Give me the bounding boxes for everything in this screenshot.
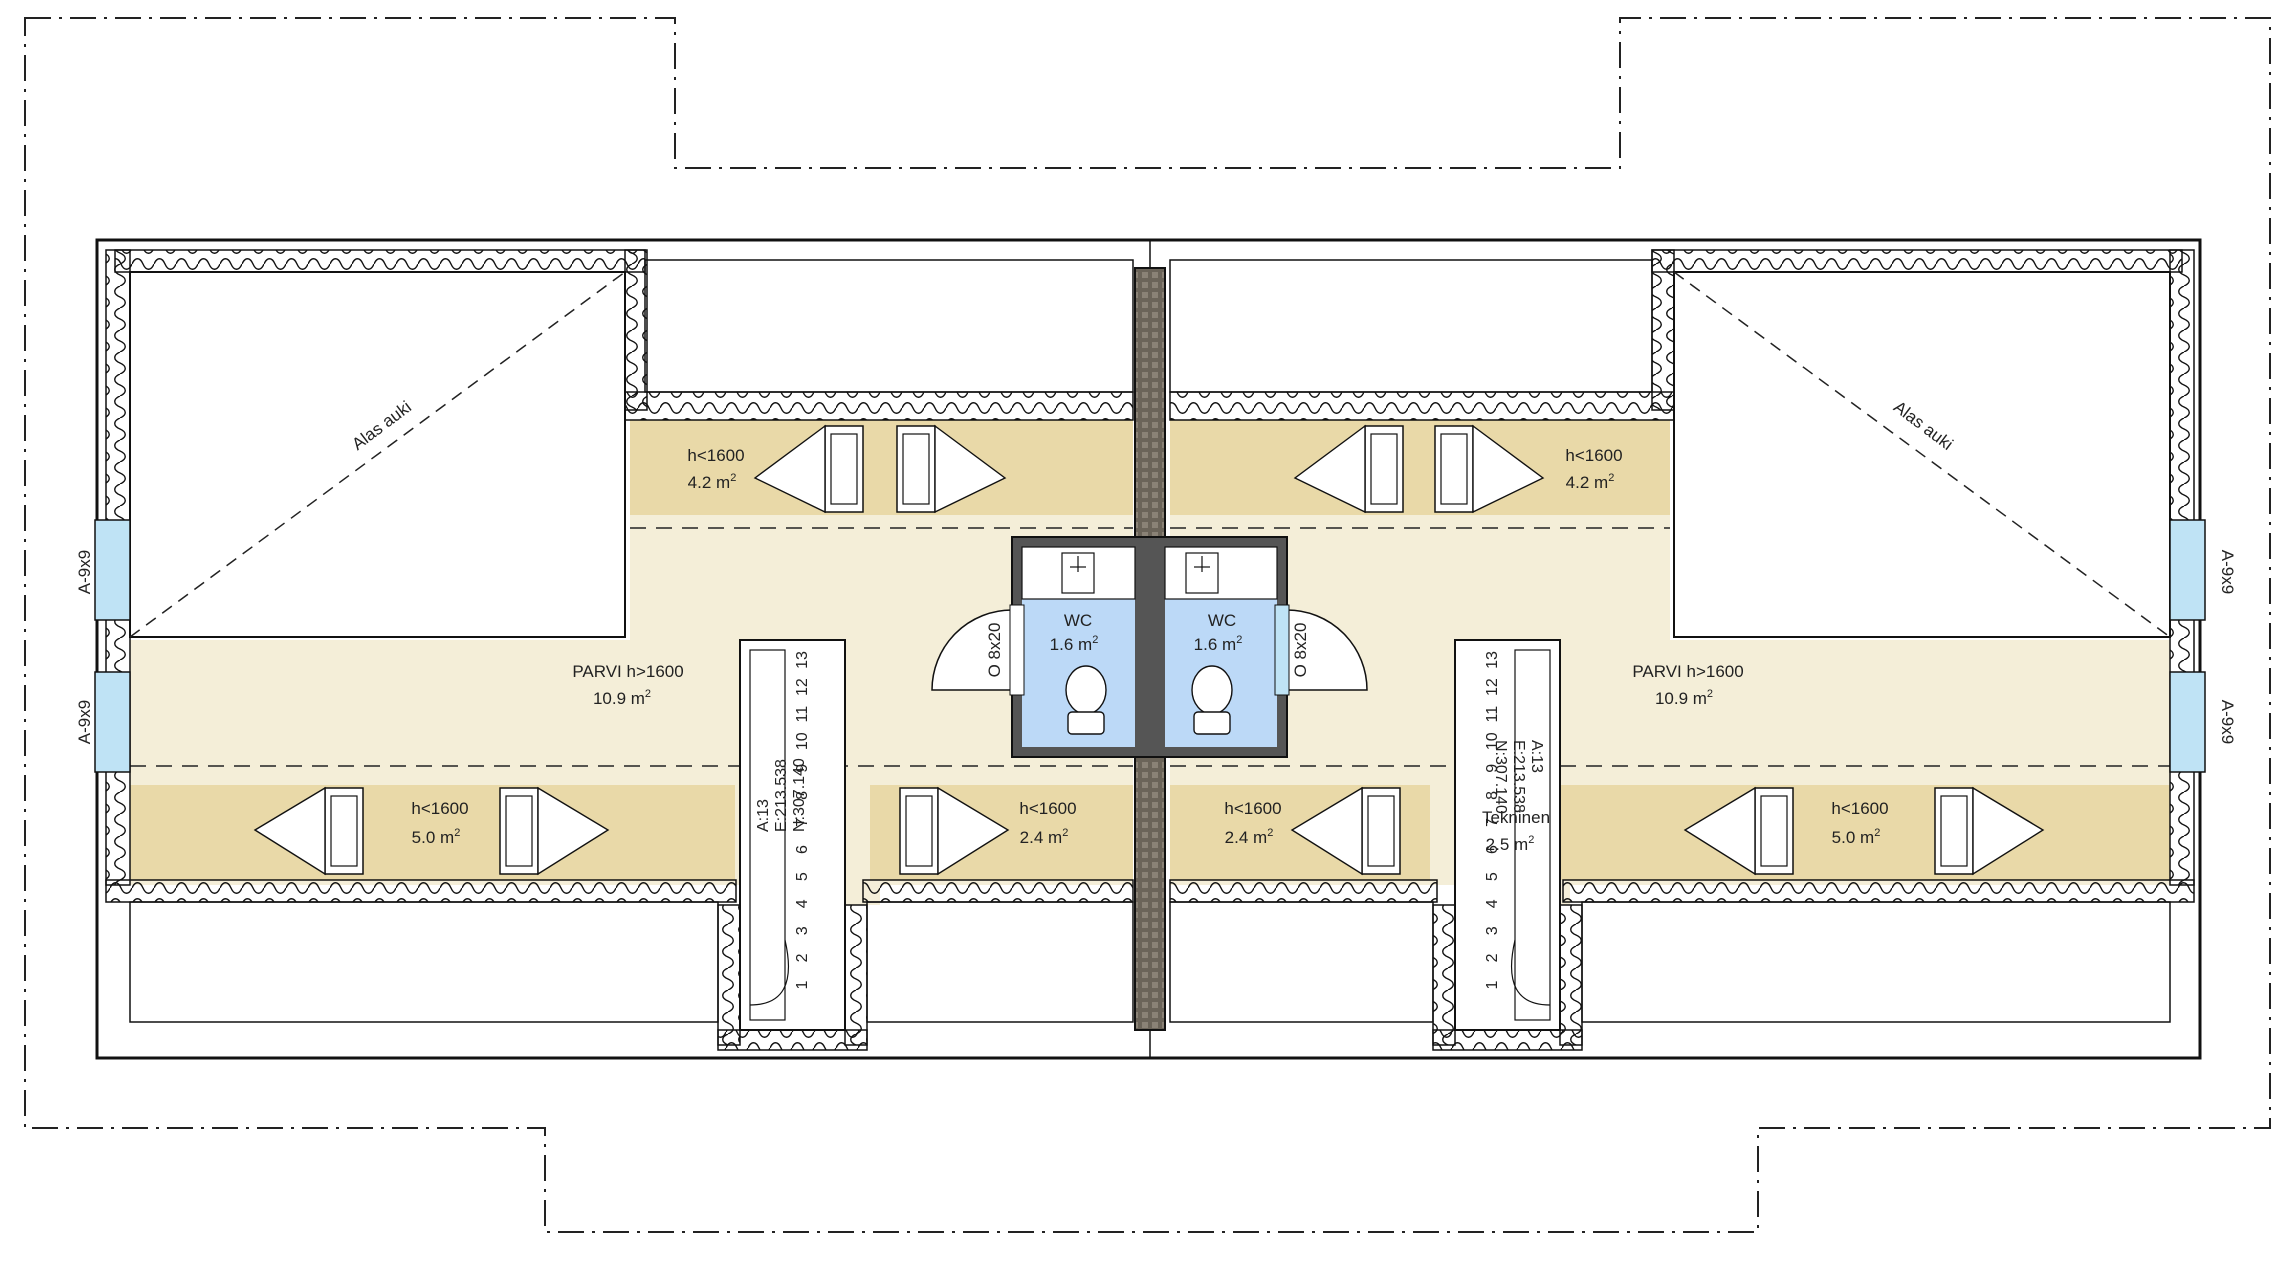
svg-text:N:307.140: N:307.140: [1492, 740, 1509, 814]
window-left-top: [94, 519, 131, 621]
parvi-area-right: 10.9 m2: [1655, 688, 1713, 708]
stair-step-number: 13: [794, 651, 811, 669]
stair-step-number: 11: [794, 706, 811, 723]
window-right-top: [2169, 519, 2206, 621]
skylight-icon: [324, 787, 364, 875]
skylight-icon: [1434, 425, 1474, 513]
parvi-label-left: PARVI h>1600: [572, 662, 683, 681]
stair-step-number: 10: [794, 732, 811, 750]
svg-text:E:213.538: E:213.538: [1510, 740, 1527, 813]
stair-step-number: 4: [1484, 899, 1501, 908]
window-label-right-top: A-9x9: [2218, 550, 2237, 594]
stair-step-number: 13: [1484, 651, 1501, 669]
stair-step-number: 4: [794, 899, 811, 908]
window-right-bottom: [2169, 671, 2206, 773]
staircase-left: [739, 639, 846, 1031]
staircase-right: [1454, 639, 1561, 1031]
skylight-icon: [1364, 425, 1404, 513]
skylight-icon: [499, 787, 539, 875]
stair-step-number: 7: [1484, 818, 1501, 827]
skylight-icon: [1361, 787, 1401, 875]
low-zone-right-top: [1170, 420, 1670, 515]
attic-floor-right: [1170, 420, 2170, 905]
stair-room-label-right: Tekninen: [1482, 808, 1550, 827]
skylight-wedges: [253, 424, 2045, 876]
stair-step-number: 7: [794, 818, 811, 827]
top-low-area-right: 4.2 m2: [1566, 472, 1615, 492]
stair-step-number: 3: [1484, 926, 1501, 935]
low-zone-right-bottom: [1560, 785, 2170, 880]
stair-codes-right: A:13 E:213.538 N:307.140: [1492, 740, 1545, 814]
window-label-left-top: A-9x9: [75, 550, 94, 594]
stair-codes-left: A:13 E:213.538 N:307.140: [755, 758, 808, 832]
stair-step-number: 11: [1484, 706, 1501, 723]
skylight-icon: [1754, 787, 1794, 875]
stair-step-number: 12: [794, 678, 811, 696]
svg-text:A:13: A:13: [755, 799, 772, 832]
door-swing-right: [1286, 609, 1368, 691]
window-label-right-bottom: A-9x9: [2218, 700, 2237, 744]
stair-step-number: 9: [794, 764, 811, 773]
top-low-label-right: h<1600: [1565, 446, 1622, 465]
stair-step-number: 2: [794, 953, 811, 962]
roof-outline: [24, 17, 2271, 1233]
wc-area-right: 1.6 m2: [1194, 634, 1243, 654]
svg-text:E:213.538: E:213.538: [773, 759, 790, 832]
stair-step-number: 8: [1484, 791, 1501, 800]
toilet-icon: [1065, 665, 1107, 735]
parvi-label-right: PARVI h>1600: [1632, 662, 1743, 681]
stair-room-area-right: 2.5 m2: [1486, 834, 1535, 854]
bottom-low-label-right: h<1600: [1831, 799, 1888, 818]
stair-step-number: 1: [794, 980, 811, 989]
skylight-icon: [824, 425, 864, 513]
top-low-area-left: 4.2 m2: [688, 472, 737, 492]
stair-step-number: 6: [1484, 845, 1501, 854]
wc-area-left: 1.6 m2: [1050, 634, 1099, 654]
top-low-label-left: h<1600: [687, 446, 744, 465]
skylight-icon: [1934, 787, 1974, 875]
mid-low-area-left: 2.4 m2: [1020, 827, 1069, 847]
stair-step-number: 3: [794, 926, 811, 935]
bottom-low-area-right: 5.0 m2: [1832, 827, 1881, 847]
stair-step-number: 6: [794, 845, 811, 854]
mid-low-area-right: 2.4 m2: [1225, 827, 1274, 847]
stair-step-number: 12: [1484, 678, 1501, 696]
window-left-bottom: [94, 671, 131, 773]
stair-step-number: 2: [1484, 953, 1501, 962]
stair-step-number: 1: [1484, 980, 1501, 989]
mid-low-label-left: h<1600: [1019, 799, 1076, 818]
svg-text:A:13: A:13: [1528, 740, 1545, 773]
sink-icon: [1061, 552, 1095, 594]
wc-label-left: WC: [1064, 611, 1092, 630]
stair-step-number: 5: [794, 872, 811, 881]
stair-step-number: 10: [1484, 732, 1501, 750]
bottom-low-area-left: 5.0 m2: [412, 827, 461, 847]
svg-text:N:307.140: N:307.140: [791, 758, 808, 832]
stair-step-number: 9: [1484, 764, 1501, 773]
skylight-icon: [899, 787, 939, 875]
sink-icon: [1185, 552, 1219, 594]
stair-step-number: 8: [794, 791, 811, 800]
low-zone-left-top: [630, 420, 1133, 515]
stair-step-number: 5: [1484, 872, 1501, 881]
door-label-right: O 8x20: [1291, 623, 1310, 678]
bottom-low-label-left: h<1600: [411, 799, 468, 818]
toilet-icon: [1191, 665, 1233, 735]
wc-label-right: WC: [1208, 611, 1236, 630]
attic-floor-left: [130, 420, 1133, 905]
parvi-area-left: 10.9 m2: [593, 688, 651, 708]
mid-low-label-right: h<1600: [1224, 799, 1281, 818]
door-label-left: O 8x20: [985, 623, 1004, 678]
door-swing-left: [931, 609, 1013, 691]
window-label-left-bottom: A-9x9: [75, 700, 94, 744]
low-zone-left-bottom: [130, 785, 735, 880]
skylight-icon: [896, 425, 936, 513]
